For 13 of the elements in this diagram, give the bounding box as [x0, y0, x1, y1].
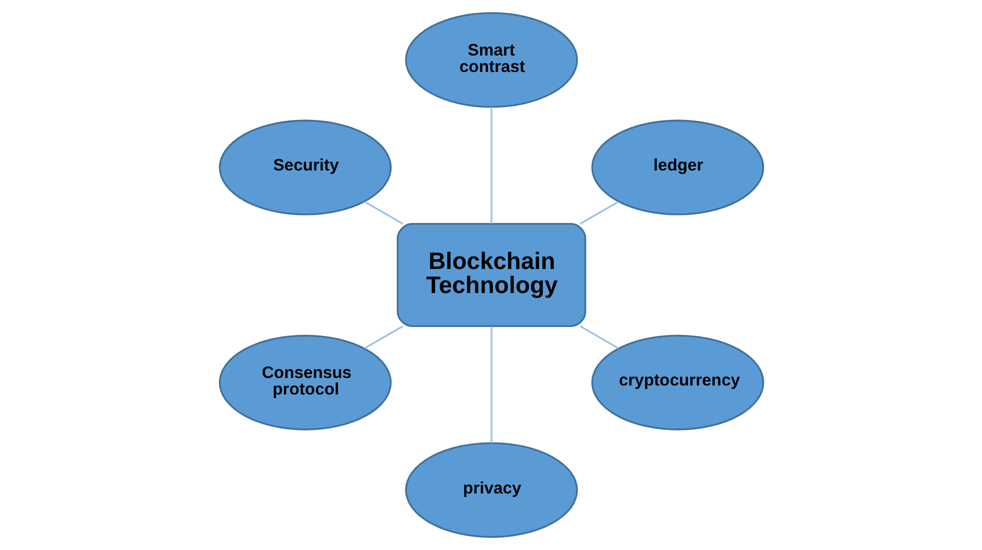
node-ellipse: ledger — [590, 120, 764, 216]
node-ellipse: Smart contrast — [404, 12, 578, 108]
node-ellipse: Consensus protocol — [218, 334, 392, 430]
connector — [579, 200, 618, 225]
node-box: Blockchain Technology — [396, 223, 586, 327]
node-ellipse: Security — [218, 120, 392, 216]
connector — [490, 326, 492, 443]
connector — [490, 107, 492, 224]
node-ellipse: cryptocurrency — [590, 334, 764, 430]
connector — [579, 325, 618, 350]
node-ellipse: privacy — [404, 442, 578, 538]
connector — [364, 200, 403, 225]
connector — [364, 325, 403, 350]
